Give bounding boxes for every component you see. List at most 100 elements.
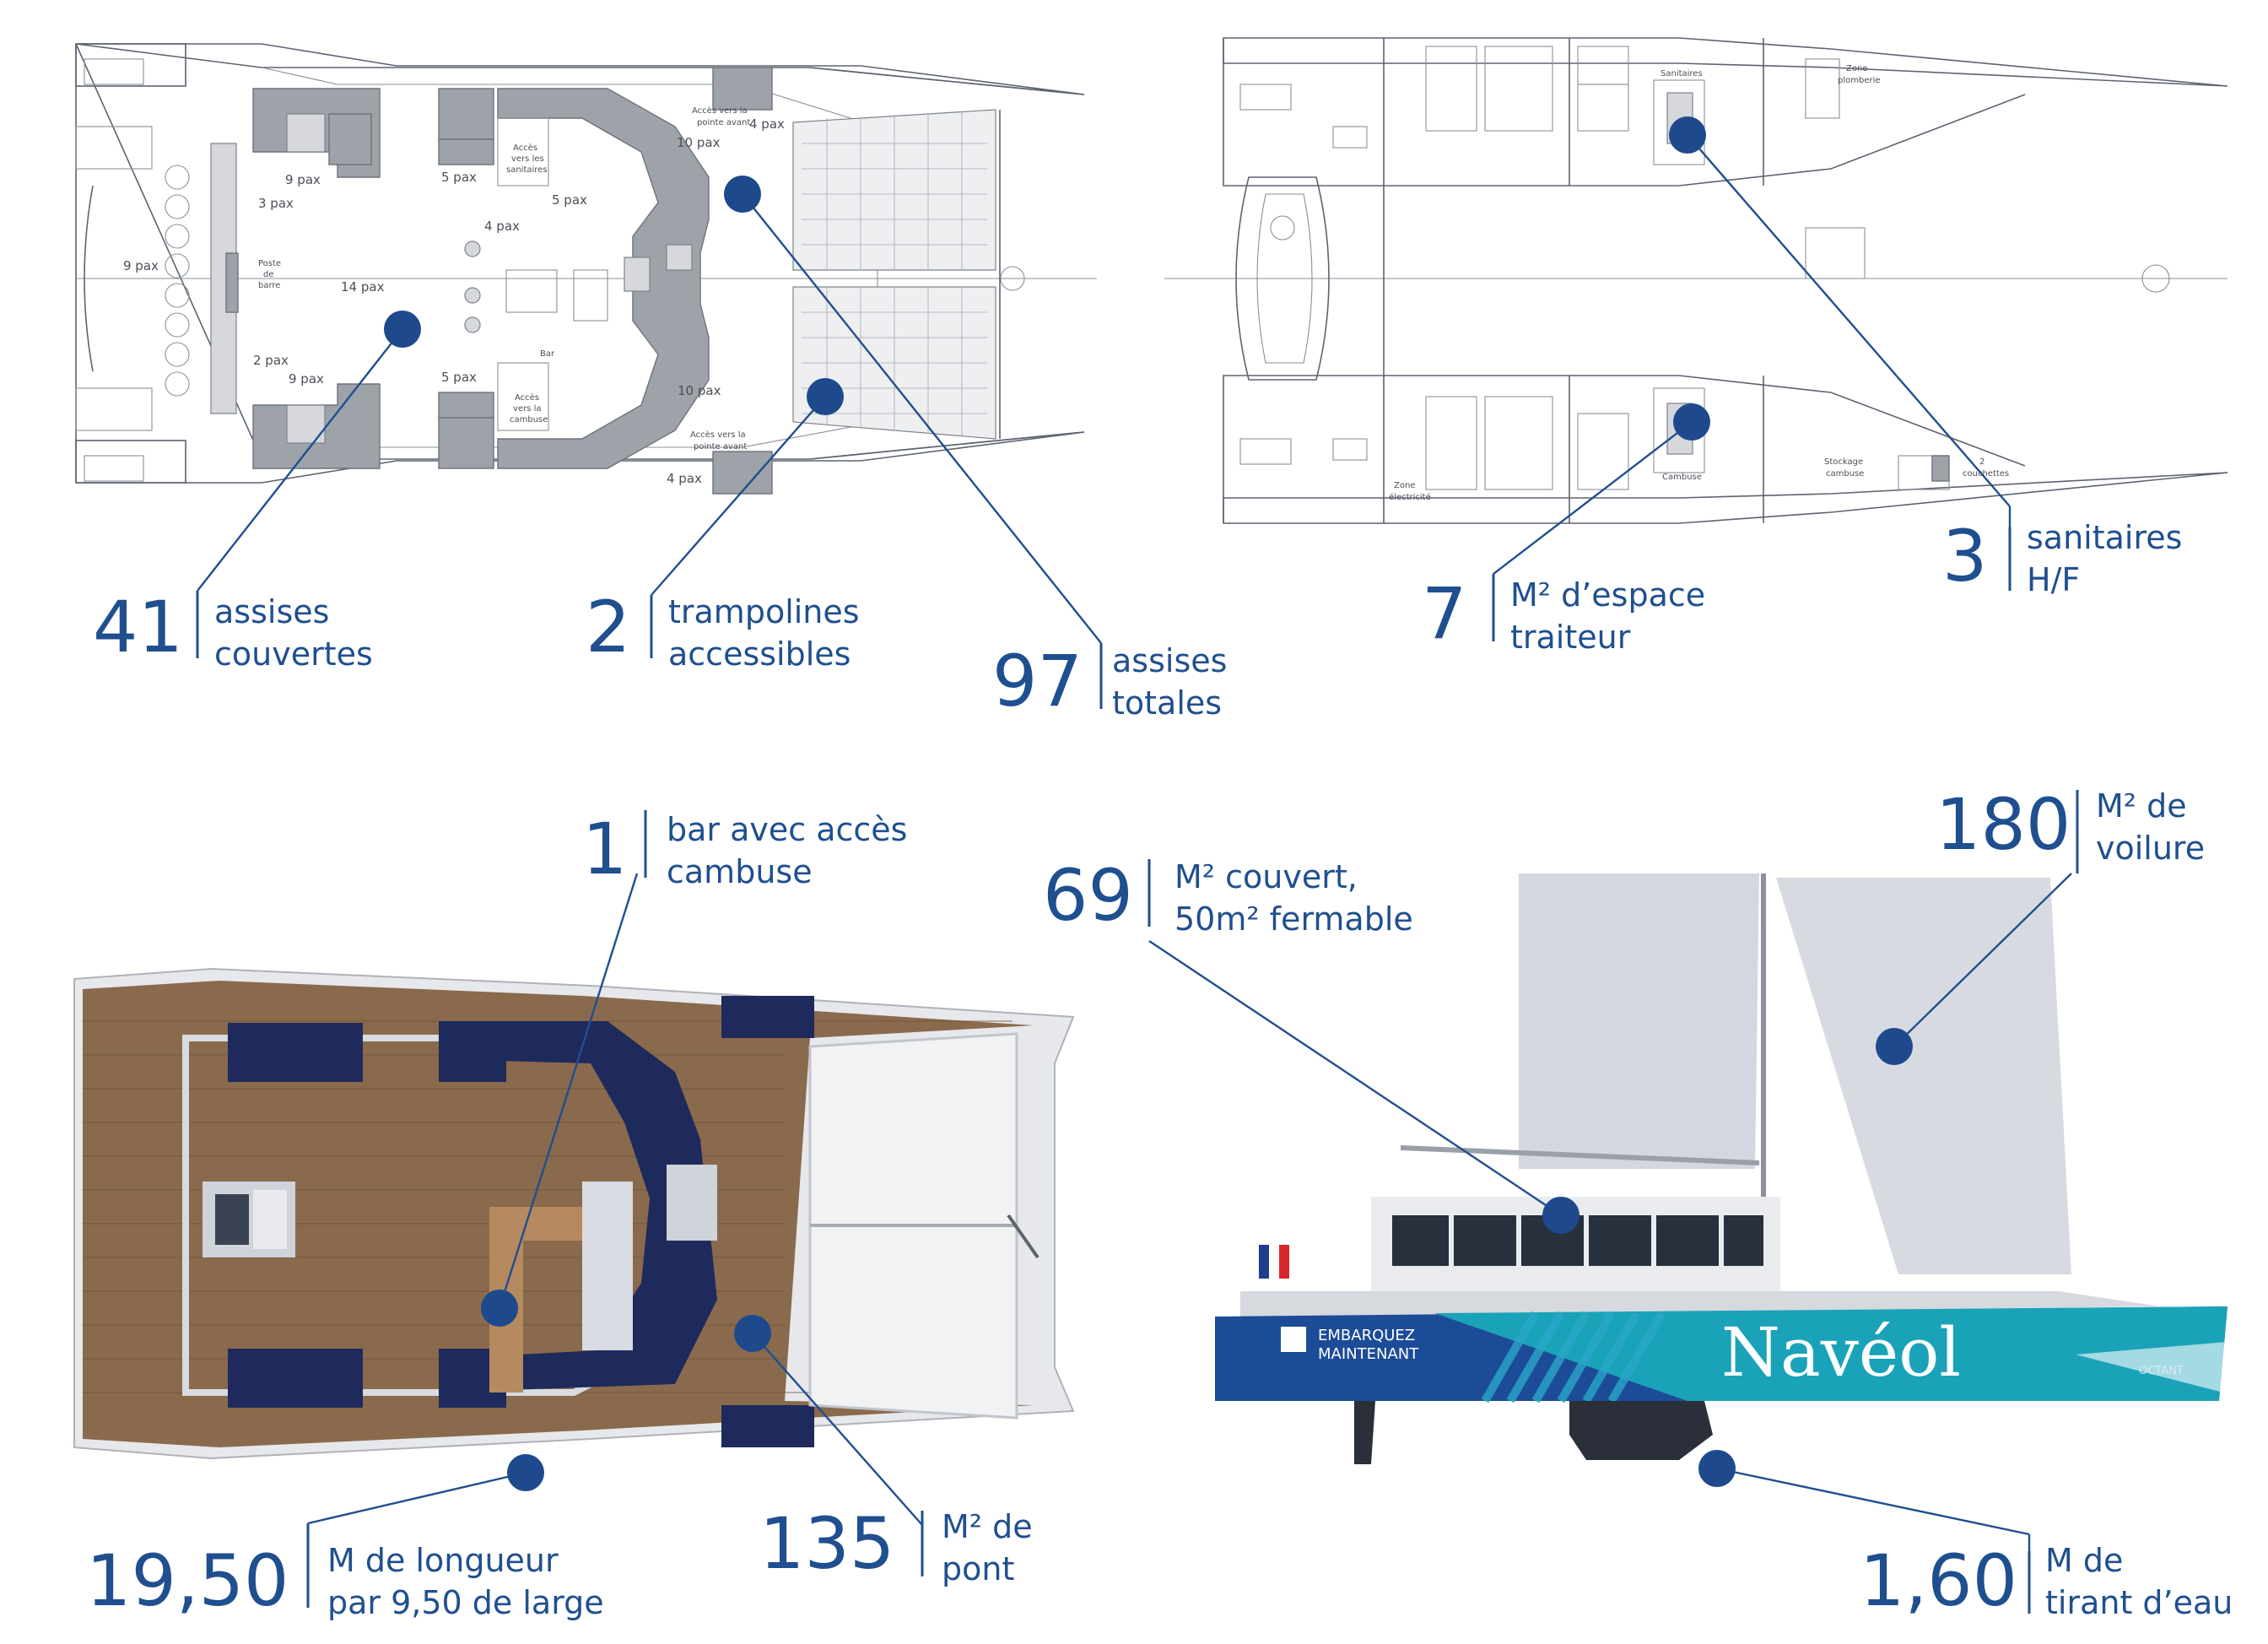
jib <box>1776 878 2071 1274</box>
callout-label-1: M² couvert, <box>1174 858 1358 895</box>
note-bar: Bar <box>540 349 555 359</box>
callout-value: 1,60 <box>1860 1539 2017 1622</box>
note-helm-c: barre <box>258 281 280 290</box>
note-toilets: Sanitaires <box>1660 69 1703 78</box>
callout-value: 7 <box>1422 572 1466 655</box>
note-pax-4b: 4 pax <box>749 116 785 132</box>
callout-deck-area: 135 M² de pont <box>759 1502 1033 1587</box>
callout-label-2: par 9,50 de large <box>327 1584 604 1621</box>
note-pax-5c: 5 pax <box>441 370 477 385</box>
note-storage-b: cambuse <box>1826 469 1864 479</box>
mainsail <box>1519 873 1759 1169</box>
hull-plan-drawing: Sanitaires Zone plomberie Cambuse Stocka… <box>1164 37 2228 524</box>
note-pax-3: 3 pax <box>258 196 294 211</box>
callout-label-2: pont <box>942 1550 1014 1587</box>
callout-label-1: M² de <box>2096 787 2187 825</box>
callout-bar: 1 bar avec accès cambuse <box>582 808 907 890</box>
callout-seats-covered: 41 assises couvertes <box>93 586 373 673</box>
callout-label-2: accessibles <box>668 635 850 673</box>
deck-plan-drawing: 9 pax 3 pax 9 pax 14 pax 2 pax 9 pax 5 p… <box>75 43 1097 495</box>
note-pax-4a: 4 pax <box>484 219 520 234</box>
callout-label-2: totales <box>1112 684 1222 722</box>
callout-label-1: M² de <box>942 1508 1033 1545</box>
callout-label-2: tirant d’eau <box>2045 1584 2233 1621</box>
callout-label-1: M² d’espace <box>1510 576 1705 614</box>
note-berths-a: 2 <box>1979 457 1984 467</box>
hull-brand: Navéol <box>1721 1313 1961 1392</box>
note-berths-b: couchettes <box>1963 469 2009 479</box>
callout-seats-total: 97 assises totales <box>992 640 1227 722</box>
callout-value: 2 <box>586 586 630 668</box>
hull-slogan-2: MAINTENANT <box>1318 1345 1419 1363</box>
callout-label-1: sanitaires <box>2027 519 2182 556</box>
note-pax-4c: 4 pax <box>667 471 702 486</box>
dot-covered-area <box>1542 1197 1580 1234</box>
note-pax-9c: 9 pax <box>289 371 324 387</box>
callout-value: 19,50 <box>86 1539 289 1622</box>
callout-value: 3 <box>1942 515 1987 598</box>
note-access-toilets-c: sanitaires <box>506 165 548 175</box>
boat-side-render: EMBARQUEZ MAINTENANT Navéol OCTANT <box>1215 873 2228 1464</box>
callout-label-2: traiteur <box>1510 619 1631 656</box>
note-access-bow-2b: pointe avant <box>694 442 747 452</box>
callout-value: 135 <box>759 1502 894 1585</box>
note-access-bow-1a: Accès vers la <box>692 105 748 116</box>
callout-label-2: cambuse <box>667 853 813 890</box>
dot-sail-area <box>1876 1028 1913 1065</box>
note-pax-5b: 5 pax <box>552 192 587 208</box>
callout-label-1: M de <box>2045 1542 2123 1579</box>
note-plumbing-a: Zone <box>1846 64 1867 73</box>
callout-dots <box>384 116 1913 1491</box>
dot-draft <box>1698 1450 1736 1487</box>
dot-trampolines <box>807 378 844 415</box>
note-electric-b: électricité <box>1389 492 1431 502</box>
note-pax-9a: 9 pax <box>285 172 321 187</box>
callout-value: 97 <box>992 640 1083 722</box>
dot-seats-total <box>724 176 761 213</box>
dot-catering <box>1673 403 1710 441</box>
deck-render <box>73 967 1075 1460</box>
callout-draft: 1,60 M de tirant d’eau <box>1860 1539 2233 1622</box>
dot-length <box>507 1454 544 1491</box>
callout-label-2: voilure <box>2096 830 2205 867</box>
note-access-toilets-b: vers les <box>511 154 544 164</box>
callout-value: 41 <box>93 586 183 668</box>
note-access-galley-c: cambuse <box>510 415 548 425</box>
note-access-galley-b: vers la <box>513 404 541 414</box>
note-storage-a: Stockage <box>1824 457 1863 467</box>
callout-sail-area: 180 M² de voilure <box>1936 783 2205 873</box>
callout-catering: 7 M² d’espace traiteur <box>1422 572 1705 656</box>
note-helm-a: Poste <box>258 259 281 268</box>
note-access-galley-a: Accès <box>515 392 539 403</box>
leader-lines <box>197 134 2072 1551</box>
note-pax-5a: 5 pax <box>441 170 477 185</box>
callout-label-1: trampolines <box>668 593 860 630</box>
note-plumbing-b: plomberie <box>1838 76 1881 85</box>
callout-label-2: couvertes <box>214 635 373 673</box>
callout-label-1: M de longueur <box>327 1542 559 1579</box>
callout-value: 1 <box>582 808 627 890</box>
callout-trampolines: 2 trampolines accessibles <box>586 586 860 673</box>
dot-seats-covered <box>384 311 421 348</box>
note-pax-10a: 10 pax <box>677 135 721 150</box>
dot-bar <box>481 1290 518 1327</box>
callout-label-1: bar avec accès <box>667 811 907 848</box>
dot-toilets <box>1669 116 1706 154</box>
callout-label-2: H/F <box>2027 561 2080 598</box>
callout-toilets: 3 sanitaires H/F <box>1942 515 2182 598</box>
callout-length: 19,50 M de longueur par 9,50 de large <box>86 1523 604 1622</box>
hull-slogan-1: EMBARQUEZ <box>1318 1327 1415 1344</box>
note-galley: Cambuse <box>1662 473 1702 482</box>
note-access-bow-1b: pointe avant <box>697 118 750 127</box>
note-pax-14: 14 pax <box>341 279 385 295</box>
callout-covered-area: 69 M² couvert, 50m² fermable <box>1043 854 1413 938</box>
note-pax-9b: 9 pax <box>123 258 159 273</box>
callout-label-2: 50m² fermable <box>1174 900 1413 938</box>
note-pax-2: 2 pax <box>253 353 289 368</box>
callout-value: 180 <box>1936 783 2071 866</box>
note-helm-b: de <box>263 270 274 279</box>
note-electric-a: Zone <box>1394 481 1415 490</box>
note-access-toilets-a: Accès <box>513 143 537 153</box>
note-pax-10b: 10 pax <box>678 383 721 398</box>
